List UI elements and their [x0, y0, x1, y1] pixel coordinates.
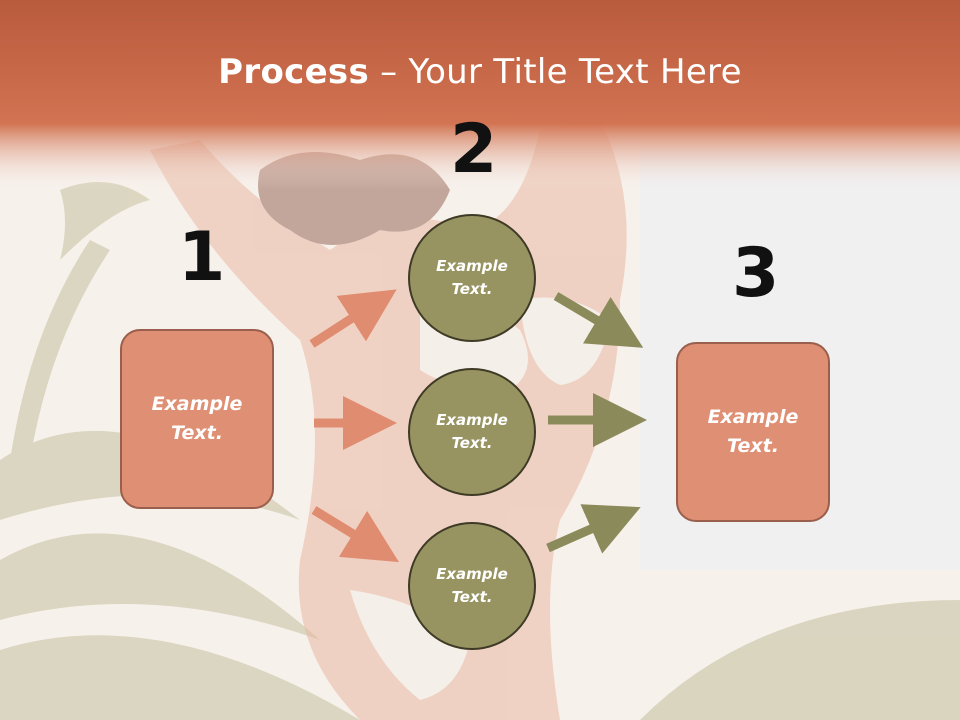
arrow-1-to-bottom — [311, 506, 400, 563]
step-number-2: 2 — [450, 110, 498, 189]
arrow-1-to-top — [309, 289, 397, 348]
palm-leaf-right — [640, 600, 960, 720]
step-1-box: Example Text. — [120, 329, 274, 509]
title-bold: Process — [218, 52, 370, 92]
arrow-bottom-to-3 — [546, 504, 641, 554]
step-number-1: 1 — [178, 218, 226, 297]
arrow-top-to-3 — [553, 292, 644, 348]
page-title: Process – Your Title Text Here — [0, 52, 960, 92]
step-2-circle-bottom: Example Text. — [408, 522, 536, 650]
title-rest: – Your Title Text Here — [369, 52, 742, 92]
step-2-circle-middle: Example Text. — [408, 368, 536, 496]
step-2-circle-top: Example Text. — [408, 214, 536, 342]
step-3-box: Example Text. — [676, 342, 830, 522]
step-number-3: 3 — [732, 234, 780, 313]
